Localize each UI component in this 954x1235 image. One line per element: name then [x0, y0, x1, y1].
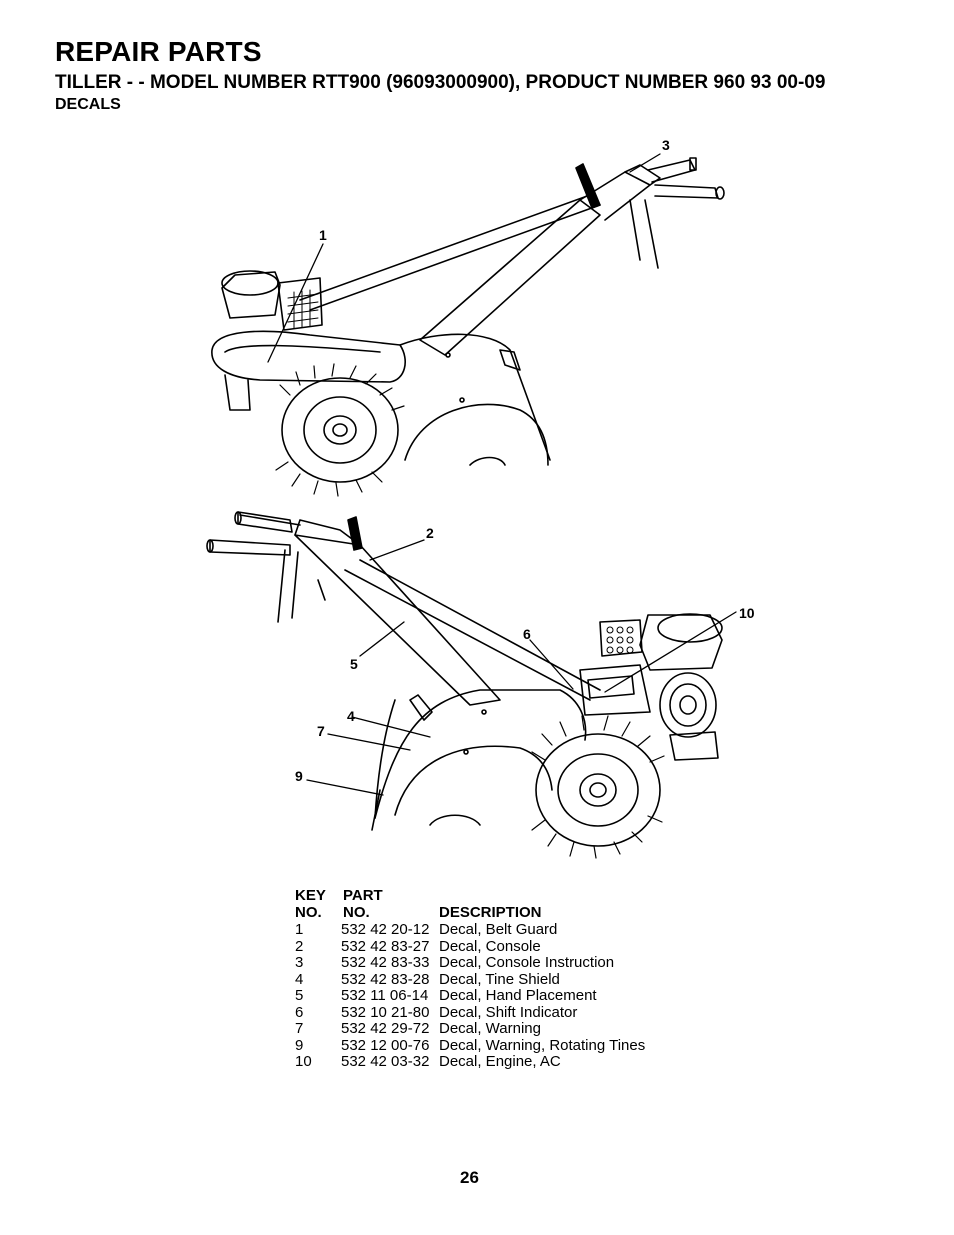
header-description: DESCRIPTION [439, 904, 542, 921]
description: Decal, Tine Shield [439, 970, 560, 988]
callout-leaders [267, 153, 737, 796]
key-no: 2 [295, 937, 304, 955]
description: Decal, Hand Placement [439, 987, 597, 1004]
description: Decal, Console Instruction [439, 954, 615, 971]
part-no: 532 10 21-80 [341, 1003, 430, 1021]
key-no: 7 [295, 1020, 304, 1037]
callout-6: 6 [523, 626, 531, 642]
tiller-diagrams: 1 2 3 4 5 6 7 9 10 [206, 137, 755, 859]
description: Decal, Engine, AC [439, 1053, 561, 1070]
callout-3: 3 [662, 137, 670, 153]
page-title: REPAIR PARTS [55, 36, 262, 67]
key-no: 6 [295, 1003, 304, 1021]
key-no: 3 [295, 954, 304, 971]
callout-7: 7 [317, 723, 325, 739]
part-no: 532 42 83-27 [341, 937, 430, 955]
description: Decal, Warning, Rotating Tines [439, 1036, 646, 1054]
key-no: 5 [295, 987, 304, 1004]
key-no: 4 [295, 970, 304, 988]
header-part-line1: PART [343, 887, 383, 904]
callout-5: 5 [350, 656, 358, 672]
header-key-line2: NO. [295, 904, 322, 921]
key-no: 10 [295, 1053, 312, 1070]
part-no: 532 42 03-32 [341, 1053, 430, 1070]
tiller-diagram-top [211, 157, 725, 497]
description: Decal, Shift Indicator [439, 1003, 578, 1021]
part-no: 532 42 83-28 [341, 970, 430, 988]
part-no: 532 42 20-12 [341, 921, 430, 938]
tiller-diagram-bottom [206, 511, 723, 859]
header-key-line1: KEY [295, 887, 326, 904]
callout-1: 1 [319, 227, 327, 243]
key-no: 1 [295, 921, 304, 938]
callout-4: 4 [347, 708, 355, 724]
description: Decal, Console [439, 937, 541, 955]
model-subtitle: TILLER - - MODEL NUMBER RTT900 (96093000… [55, 72, 826, 93]
callout-9: 9 [295, 768, 303, 784]
page-number: 26 [460, 1168, 479, 1187]
description: Decal, Belt Guard [439, 921, 558, 938]
part-no: 532 42 29-72 [341, 1020, 430, 1037]
part-no: 532 12 00-76 [341, 1036, 430, 1054]
callout-10: 10 [739, 605, 755, 621]
callout-2: 2 [426, 525, 434, 541]
header-part-line2: NO. [343, 904, 370, 921]
section-heading: DECALS [55, 96, 121, 113]
part-no: 532 11 06-14 [341, 987, 429, 1004]
key-no: 9 [295, 1036, 304, 1054]
part-no: 532 42 83-33 [341, 954, 430, 971]
description: Decal, Warning [439, 1020, 541, 1037]
